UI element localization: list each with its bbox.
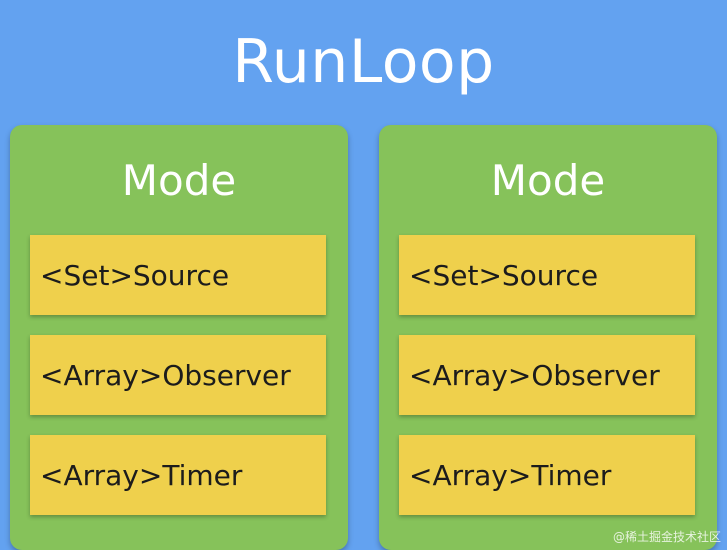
watermark: @稀土掘金技术社区 <box>612 530 721 544</box>
observer-item: <Array>Observer <box>399 335 695 415</box>
source-item: <Set>Source <box>30 235 326 315</box>
source-item: <Set>Source <box>399 235 695 315</box>
mode-panel-2: Mode <Set>Source <Array>Observer <Array>… <box>379 125 717 550</box>
timer-item: <Array>Timer <box>399 435 695 515</box>
mode-title: Mode <box>490 156 606 205</box>
runloop-title: RunLoop <box>232 27 495 97</box>
timer-item: <Array>Timer <box>30 435 326 515</box>
mode-panel-1: Mode <Set>Source <Array>Observer <Array>… <box>10 125 348 550</box>
observer-item: <Array>Observer <box>30 335 326 415</box>
mode-title: Mode <box>121 156 237 205</box>
